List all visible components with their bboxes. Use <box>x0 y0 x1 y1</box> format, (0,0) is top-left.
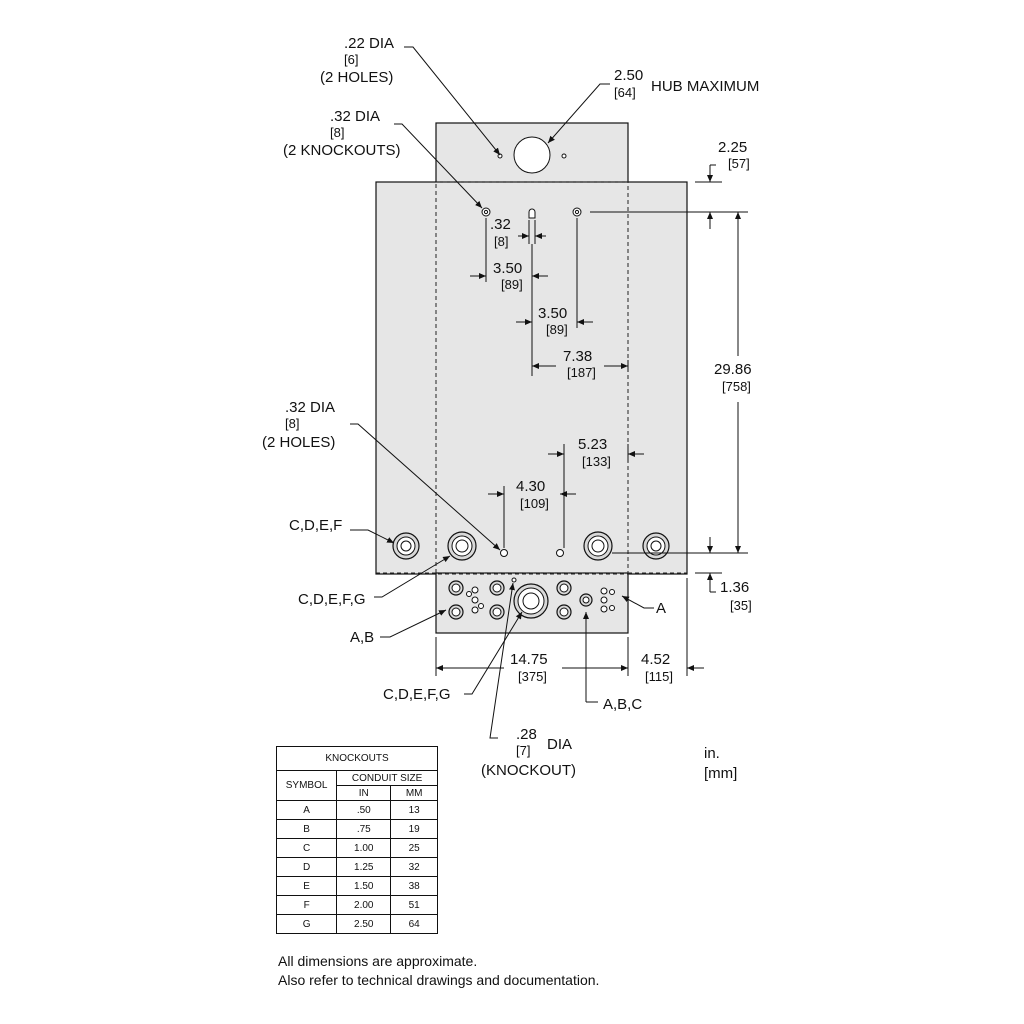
hole-22-right <box>561 153 567 159</box>
svg-text:4.52: 4.52 <box>641 651 670 668</box>
svg-text:[57]: [57] <box>728 156 750 171</box>
table-row: C 1.00 25 <box>275 838 438 858</box>
svg-text:2.25: 2.25 <box>718 139 747 156</box>
svg-text:[187]: [187] <box>567 365 596 380</box>
svg-text:.32: .32 <box>490 216 511 233</box>
svg-text:.32 DIA: .32 DIA <box>285 399 335 416</box>
table-title: KNOCKOUTS <box>276 746 438 771</box>
table-row: E 1.50 38 <box>275 876 438 896</box>
svg-text:A: A <box>656 600 666 617</box>
svg-text:3.50: 3.50 <box>493 260 522 277</box>
in-header: IN <box>336 785 392 801</box>
knockout-left-side <box>392 532 420 560</box>
svg-text:.32 DIA: .32 DIA <box>330 108 380 125</box>
knockout-symbol-labels: C,D,E,F C,D,E,F,G A,B A C,D,E,F,G A,B,C <box>289 517 666 713</box>
table-row: G 2.50 64 <box>275 914 438 934</box>
svg-text:(2 HOLES): (2 HOLES) <box>262 434 335 451</box>
callout-knockout-28: .28 [7] DIA (KNOCKOUT) <box>481 726 576 779</box>
units-legend: in. [mm] <box>704 744 737 784</box>
hole-32-lower-right <box>556 549 564 557</box>
svg-text:A,B: A,B <box>350 629 374 646</box>
svg-text:[8]: [8] <box>285 416 299 431</box>
conduit-size-header: CONDUIT SIZE <box>336 770 438 786</box>
knockouts-table: KNOCKOUTS SYMBOL CONDUIT SIZE IN MM A .5… <box>275 746 438 934</box>
svg-text:.28: .28 <box>516 726 537 743</box>
svg-text:2.50: 2.50 <box>614 67 643 84</box>
footnotes: All dimensions are approximate. Also ref… <box>278 952 599 990</box>
svg-text:(2 HOLES): (2 HOLES) <box>320 69 393 86</box>
note-approximate: All dimensions are approximate. <box>278 953 478 969</box>
units-inches: in. <box>704 745 720 762</box>
callout-knockout-32: .32 DIA [8] (2 KNOCKOUTS) <box>283 108 401 159</box>
keyhole-slot <box>528 208 536 219</box>
svg-text:7.38: 7.38 <box>563 348 592 365</box>
svg-text:.22 DIA: .22 DIA <box>344 35 394 52</box>
svg-text:[8]: [8] <box>330 125 344 140</box>
svg-text:DIA: DIA <box>547 736 572 753</box>
svg-text:(2 KNOCKOUTS): (2 KNOCKOUTS) <box>283 142 401 159</box>
svg-text:[109]: [109] <box>520 496 549 511</box>
callout-hole-22: .22 DIA [6] (2 HOLES) <box>320 35 394 86</box>
symbol-header: SYMBOL <box>275 770 338 801</box>
svg-text:(KNOCKOUT): (KNOCKOUT) <box>481 762 576 779</box>
svg-text:[89]: [89] <box>546 322 568 337</box>
callout-hub: 2.50 [64] HUB MAXIMUM <box>614 67 759 100</box>
svg-text:14.75: 14.75 <box>510 651 548 668</box>
svg-text:[758]: [758] <box>722 379 751 394</box>
svg-text:[35]: [35] <box>730 598 752 613</box>
bottom-knockouts <box>448 577 615 620</box>
hole-32-lower-left <box>500 549 508 557</box>
svg-text:4.30: 4.30 <box>516 478 545 495</box>
knockout-right-inner <box>583 531 613 561</box>
svg-text:C,D,E,F,G: C,D,E,F,G <box>383 686 451 703</box>
dimension-lines <box>435 164 748 676</box>
svg-text:[133]: [133] <box>582 454 611 469</box>
svg-text:C,D,E,F,G: C,D,E,F,G <box>298 591 366 608</box>
knockout-left-inner <box>447 531 477 561</box>
mm-header: MM <box>390 785 438 801</box>
dimension-labels: 2.25 [57] 29.86 [758] 1.36 [35] .32 [8] … <box>490 139 752 684</box>
svg-text:[89]: [89] <box>501 277 523 292</box>
svg-text:29.86: 29.86 <box>714 361 752 378</box>
hub-opening <box>513 136 551 174</box>
knockout-right-side <box>642 532 670 560</box>
note-refer: Also refer to technical drawings and doc… <box>278 972 600 988</box>
table-row: F 2.00 51 <box>275 895 438 915</box>
hidden-rear-outline <box>435 181 629 575</box>
svg-text:[8]: [8] <box>494 234 508 249</box>
svg-text:A,B,C: A,B,C <box>603 696 642 713</box>
units-mm: [mm] <box>704 765 738 782</box>
callout-hole-32-lower: .32 DIA [8] (2 HOLES) <box>262 399 335 451</box>
svg-text:[375]: [375] <box>518 669 547 684</box>
svg-text:[7]: [7] <box>516 743 530 758</box>
leaders <box>350 46 654 739</box>
svg-text:[64]: [64] <box>614 85 636 100</box>
hole-22-left <box>497 153 503 159</box>
svg-text:3.50: 3.50 <box>538 305 567 322</box>
table-row: A .50 13 <box>275 800 438 820</box>
enclosure-body <box>375 181 688 575</box>
svg-text:1.36: 1.36 <box>720 579 749 596</box>
svg-text:C,D,E,F: C,D,E,F <box>289 517 342 534</box>
svg-text:HUB MAXIMUM: HUB MAXIMUM <box>651 78 759 95</box>
table-row: D 1.25 32 <box>275 857 438 877</box>
svg-text:5.23: 5.23 <box>578 436 607 453</box>
table-row: B .75 19 <box>275 819 438 839</box>
svg-text:[115]: [115] <box>645 669 673 684</box>
svg-text:[6]: [6] <box>344 52 358 67</box>
